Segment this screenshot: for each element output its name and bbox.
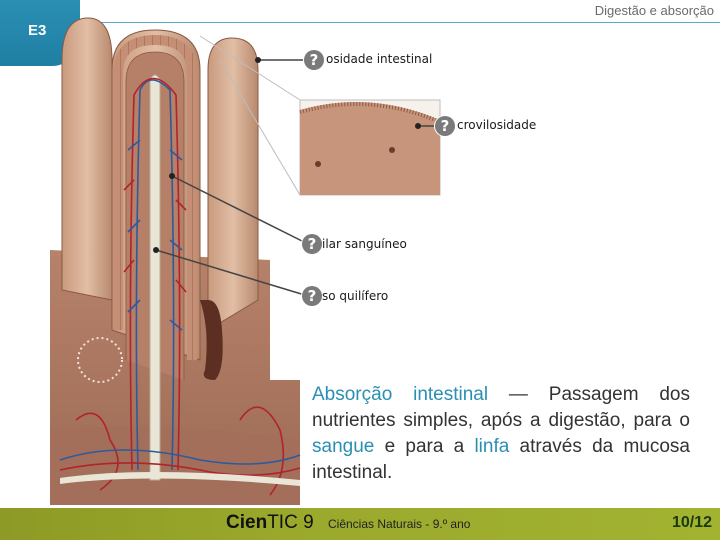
- caption-part1: Passagem dos nutrientes simples, após a …: [312, 384, 690, 431]
- callout-label-microvillus: crovilosidade: [457, 118, 537, 132]
- capillary-blue: [135, 79, 175, 471]
- footer-bar: [0, 508, 720, 540]
- page-number: 10/12: [671, 514, 712, 531]
- lymph-vessel-base: [60, 471, 300, 486]
- callout-label-capillary: ilar sanguíneo: [322, 237, 407, 251]
- question-marker-capillary[interactable]: ?: [302, 234, 322, 254]
- caption-blood: sangue: [312, 436, 375, 457]
- intestinal-villi-illustration: [50, 17, 441, 505]
- caption-text: Absorção intestinal — Passagem dos nutri…: [312, 382, 690, 486]
- caption-lymph: linfa: [474, 436, 510, 457]
- page-title: Digestão e absorção: [594, 3, 714, 18]
- footer-subject: Ciências Naturais - 9.º ano: [328, 517, 471, 531]
- brand-bold: Cien: [226, 512, 268, 533]
- callout-label-lacteal: so quilífero: [322, 289, 389, 303]
- epithelium-band: [113, 34, 197, 360]
- caption-part3: através da mucosa intestinal.: [312, 436, 690, 483]
- question-marker-lacteal[interactable]: ?: [302, 286, 322, 306]
- capillary-red: [129, 77, 181, 471]
- header-rule: [80, 22, 720, 23]
- callout-label-villus: osidade intestinal: [326, 52, 433, 66]
- caption-part2: e para a: [374, 436, 475, 457]
- villus-right: [207, 37, 259, 331]
- brand-light: TIC 9: [267, 512, 314, 533]
- intestinal-crypt: [200, 300, 223, 380]
- section-label: E3: [28, 22, 47, 39]
- question-marker-villus[interactable]: ?: [304, 50, 324, 70]
- caption-term: Absorção intestinal: [312, 384, 489, 405]
- question-marker-microvillus[interactable]: ?: [435, 116, 455, 136]
- villus-left: [61, 17, 113, 301]
- footer-brand: CienTIC 9: [226, 512, 314, 534]
- lacteal-vessel: [149, 74, 161, 481]
- caption-dash: —: [488, 384, 549, 405]
- gland-cross-section: [77, 337, 123, 383]
